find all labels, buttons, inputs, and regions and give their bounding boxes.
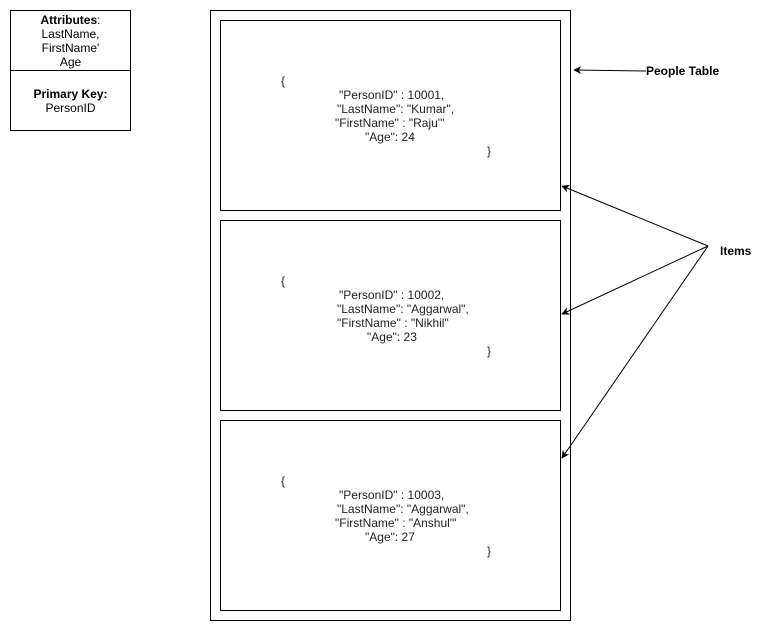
primary-key-title: Primary Key: [33, 87, 108, 101]
json-first-name: "FirstName" : "Nikhil" [337, 316, 449, 330]
json-age: "Age": 24 [365, 130, 415, 144]
attribute-item: Age [59, 55, 82, 69]
people-table-label: People Table [646, 64, 720, 78]
schema-divider [11, 70, 130, 71]
primary-key-value: PersonID [45, 101, 96, 115]
attribute-item: FirstName' [41, 41, 100, 55]
attributes-section: Attributes: LastName, FirstName' Age [11, 13, 130, 71]
arrow-people-table [573, 66, 647, 75]
json-last-name: "LastName": "Aggarwal", [337, 302, 469, 316]
attributes-title: Attributes [40, 13, 98, 27]
primary-key-section: Primary Key: PersonID [11, 87, 130, 115]
attribute-item: LastName, [41, 27, 100, 41]
json-open-brace: { [281, 274, 286, 288]
arrow-item-3 [561, 245, 709, 459]
json-close-brace: } [487, 544, 492, 558]
json-age: "Age": 27 [365, 530, 415, 544]
json-first-name: "FirstName" : "Raju'" [335, 116, 445, 130]
item-box-3 [220, 420, 561, 611]
arrow-item-2 [561, 245, 709, 315]
json-open-brace: { [281, 474, 286, 488]
schema-box: Attributes: LastName, FirstName' Age Pri… [10, 10, 131, 131]
arrow-item-1 [561, 185, 709, 247]
json-close-brace: } [487, 144, 492, 158]
json-person-id: "PersonID" : 10001, [339, 88, 445, 102]
json-age: "Age": 23 [367, 330, 417, 344]
item-box-2 [220, 220, 561, 411]
json-open-brace: { [281, 74, 286, 88]
json-first-name: "FirstName" : "Anshul'" [335, 516, 457, 530]
json-person-id: "PersonID" : 10002, [339, 288, 445, 302]
json-last-name: "LastName": "Aggarwal", [337, 502, 469, 516]
json-close-brace: } [487, 344, 492, 358]
items-label: Items [720, 244, 752, 258]
item-box-1 [220, 20, 561, 211]
json-last-name: "LastName": "Kumar", [337, 102, 455, 116]
json-person-id: "PersonID" : 10003, [339, 488, 445, 502]
